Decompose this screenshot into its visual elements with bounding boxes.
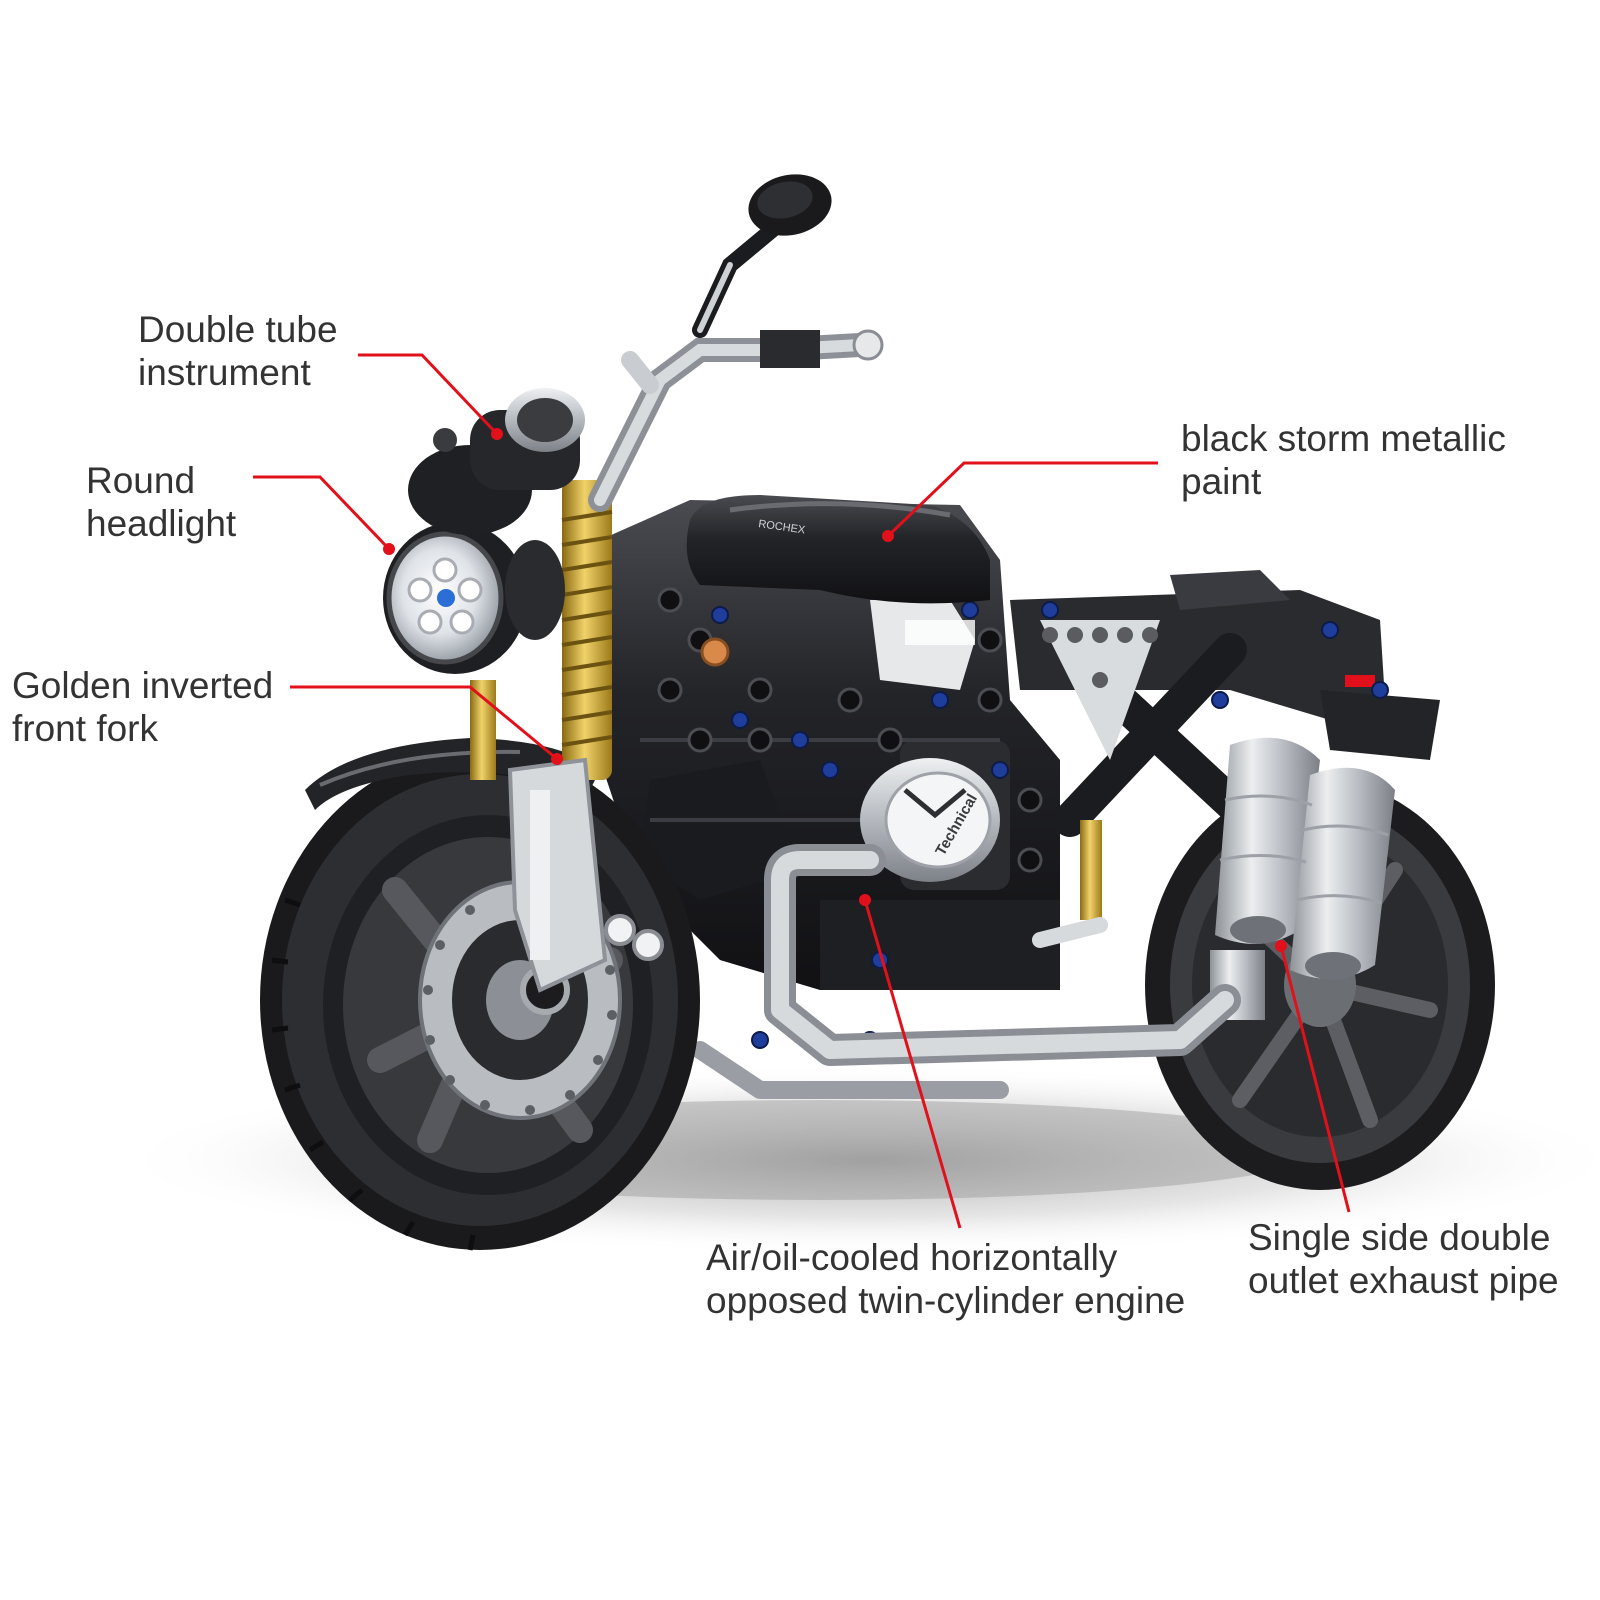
callout-headlight-line1: Round [86,460,196,501]
callout-fork-line1: Golden inverted [12,665,274,706]
callout-paint-line2: paint [1181,461,1262,502]
callout-round-headlight: Round headlight [86,459,236,545]
callout-fork-line2: front fork [12,708,158,749]
callout-instrument-line1: Double tube [138,309,338,350]
callout-exhaust-pipe: Single side double outlet exhaust pipe [1248,1216,1559,1302]
callout-dots [383,428,1287,952]
callout-golden-front-fork: Golden inverted front fork [12,664,273,750]
front-fork [470,480,664,993]
callout-exhaust-line1: Single side double [1248,1217,1551,1258]
callout-metallic-paint: black storm metallic paint [1181,417,1506,503]
headlight [383,522,565,674]
mirror [748,174,832,236]
front-wheel [260,750,700,1251]
fuel-tank: ROCHEX [686,495,990,604]
callout-headlight-line2: headlight [86,503,237,544]
engine-cover: Technical [860,758,1000,882]
callout-lines [253,353,1351,1229]
callout-exhaust-line2: outlet exhaust pipe [1248,1260,1559,1301]
callout-engine-line1: Air/oil-cooled horizontally [706,1237,1118,1278]
callout-paint-line1: black storm metallic [1181,418,1506,459]
rear-subframe [1010,570,1440,920]
handlebar [588,207,884,512]
exhaust-pipes [1210,737,1395,1020]
instrument-cluster [408,388,585,535]
callout-double-tube-instrument: Double tube instrument [138,308,338,394]
callout-twin-cylinder-engine: Air/oil-cooled horizontally opposed twin… [706,1236,1185,1322]
turn-signal [700,637,730,667]
callout-instrument-line2: instrument [138,352,311,393]
callout-engine-line2: opposed twin-cylinder engine [706,1280,1186,1321]
